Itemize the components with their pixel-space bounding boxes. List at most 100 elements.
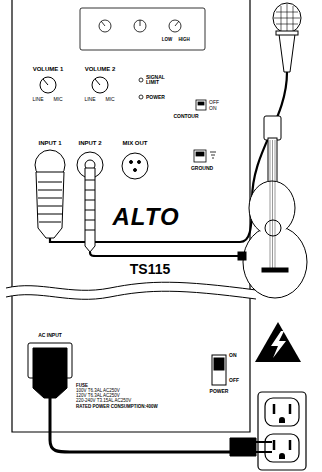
panel-label: MIC xyxy=(105,97,114,102)
mix-out-jack xyxy=(122,153,148,179)
mix-out-jack xyxy=(138,161,141,164)
panel-label: 100V T6.3AL AC250V xyxy=(76,389,120,394)
panel-label: FUSE xyxy=(76,384,88,389)
acoustic-guitar xyxy=(270,140,275,270)
volume-knobs xyxy=(95,79,100,85)
jack-plug xyxy=(85,168,95,252)
mix-out-jack xyxy=(134,169,137,172)
guitar-jack-plug xyxy=(238,252,246,260)
break-lines xyxy=(6,282,256,299)
panel-outline xyxy=(12,0,250,432)
led-indicators xyxy=(139,78,143,99)
panel-label: MIC xyxy=(53,97,62,102)
ground-switch xyxy=(194,150,206,162)
wall-outlet xyxy=(279,417,285,459)
break-lines xyxy=(6,282,256,299)
eq-panel xyxy=(169,20,181,32)
break-lines xyxy=(6,291,256,299)
wall-outlet xyxy=(258,392,306,470)
power-cord xyxy=(50,398,241,452)
panel-label: LOW xyxy=(162,38,173,43)
panel-outline xyxy=(12,0,250,432)
panel-label: ON xyxy=(209,106,217,111)
guitar-cable xyxy=(90,252,244,256)
guitar-cable xyxy=(90,252,244,256)
eq-panel xyxy=(80,8,205,50)
acoustic-guitar xyxy=(265,220,281,236)
acoustic-guitar xyxy=(243,116,307,298)
microphone xyxy=(274,4,300,33)
volume-knobs xyxy=(92,77,108,93)
panel-label: OFF xyxy=(209,100,219,105)
panel-label: HIGH xyxy=(178,38,189,43)
contour-switch xyxy=(196,100,206,110)
panel-label: LINE xyxy=(84,97,95,102)
xlr-plug xyxy=(38,182,62,222)
jack-plug xyxy=(85,180,95,230)
power-switch xyxy=(212,355,226,385)
wall-outlet xyxy=(274,404,290,450)
panel-label: POWER xyxy=(146,95,165,100)
contour-switch xyxy=(196,100,206,110)
eq-panel xyxy=(99,20,111,32)
microphone xyxy=(276,31,298,35)
mix-out-jack xyxy=(122,153,148,179)
ac-inlet xyxy=(33,348,67,398)
eq-panel xyxy=(175,21,179,26)
eq-panel xyxy=(134,20,146,32)
led-indicators xyxy=(139,95,143,99)
panel-label: ON xyxy=(229,353,237,358)
panel-label: MIX OUT xyxy=(123,140,148,146)
panel-label: 220-240V T3.15AL AC250V xyxy=(76,399,131,404)
panel-label: VOLUME 2 xyxy=(85,66,116,72)
panel-label: 120V T6.3AL AC250V xyxy=(76,394,120,399)
volume-knobs xyxy=(40,77,56,93)
ground-switch xyxy=(194,150,216,162)
power-cord xyxy=(50,398,241,452)
power-plug xyxy=(230,438,272,456)
warning-symbol xyxy=(255,322,301,362)
power-plug xyxy=(256,442,272,452)
volume-knobs xyxy=(43,79,48,85)
xlr-plug xyxy=(36,172,64,238)
warning-symbol xyxy=(255,322,301,362)
panel-label: RATED POWER CONSUMPTION:400W xyxy=(76,405,158,410)
eq-panel xyxy=(80,8,205,50)
microphone xyxy=(279,34,295,72)
jack-plug xyxy=(85,168,95,252)
panel-label: SIGNAL LIMIT xyxy=(146,75,170,86)
eq-panel xyxy=(140,20,141,26)
wall-outlet xyxy=(258,392,306,470)
contour-switch xyxy=(198,102,204,105)
model-name: TS115 xyxy=(130,262,170,277)
volume-knobs xyxy=(40,77,108,93)
eq-panel xyxy=(101,21,105,26)
panel-label: GROUND xyxy=(191,166,213,171)
ac-inlet xyxy=(28,343,72,398)
led-indicators xyxy=(139,78,143,82)
power-switch xyxy=(212,355,226,385)
microphone xyxy=(273,3,301,33)
microphone xyxy=(273,3,301,72)
break-lines xyxy=(6,282,256,290)
panel-label: VOLUME 1 xyxy=(33,66,64,72)
mix-out-jack xyxy=(130,161,133,164)
panel-label: CONTOUR xyxy=(173,114,198,119)
ground-switch xyxy=(196,152,204,156)
panel-label: OFF xyxy=(229,378,239,383)
power-switch xyxy=(214,358,224,370)
warning-symbol xyxy=(271,331,286,358)
brand-logo: ALTO xyxy=(112,204,179,229)
acoustic-guitar xyxy=(264,116,281,140)
guitar-jack-plug xyxy=(238,252,246,260)
panel-label: INPUT 2 xyxy=(78,140,101,146)
panel-label: LINE xyxy=(32,97,43,102)
acoustic-guitar xyxy=(249,181,295,235)
xlr-plug xyxy=(36,172,64,238)
ground-switch xyxy=(210,152,216,158)
panel-label: POWER xyxy=(210,389,229,394)
panel-label: AC INPUT xyxy=(38,333,62,338)
power-plug xyxy=(230,438,256,456)
